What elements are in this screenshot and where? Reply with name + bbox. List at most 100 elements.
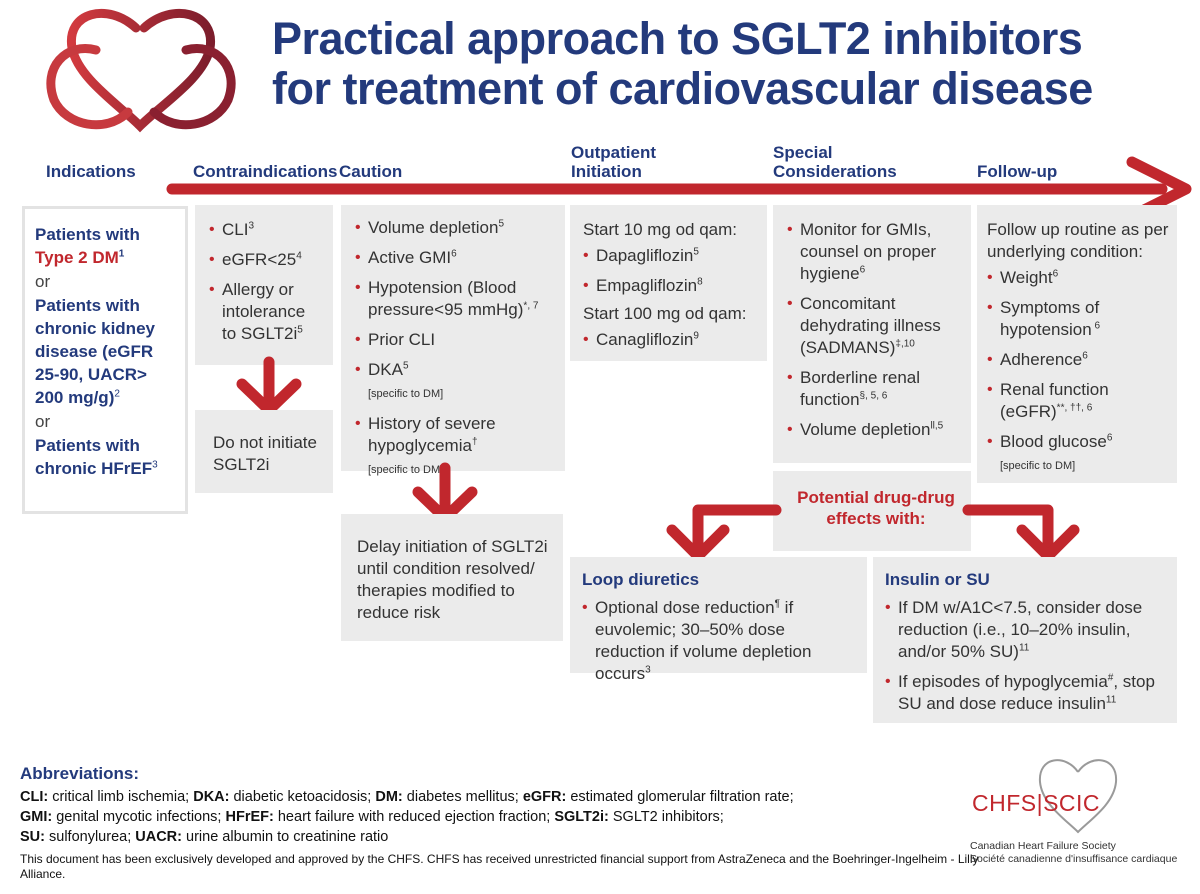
header-indications: Indications [46,162,136,181]
followup-sup: **, ††, 6 [1056,402,1093,414]
caution-sup: *, 7 [523,300,539,312]
abbreviation-key: SU: [20,829,45,845]
caution-item: DKA5 [specific to DM] [355,359,555,405]
abbreviation-line: SU: sulfonylurea; UACR: urine albumin to… [20,827,980,847]
title-line-1: Practical approach to SGLT2 inhibitors [272,13,1083,64]
indication-p1b: Type 2 DM [35,248,119,267]
outpatient-start-10: Start 10 mg od qam: [583,220,738,239]
insulin-su-title: Insulin or SU [885,570,990,589]
abbreviations-title: Abbreviations: [20,764,140,783]
caution-item: History of severe hypoglycemia†[specific… [355,413,555,481]
caution-sup: 5 [402,360,409,372]
loop-diuretics-text: Optional dose reduction [595,598,775,617]
abbreviation-value: diabetes mellitus; [402,789,523,805]
org-name-fr: Société canadienne d'insuffisance cardia… [970,853,1178,865]
indication-p2: Patients with chronic kidney disease (eG… [35,296,155,407]
caution-item: Hypotension (Blood pressure<95 mmHg)*, 7 [355,277,555,321]
header-caution: Caution [339,162,403,181]
followup-text: Symptoms of hypotension [1000,298,1100,339]
abbreviations: Abbreviations: CLI: critical limb ischem… [20,764,980,847]
special-consideration-item: Borderline renal function§, 5, 6 [787,367,963,411]
abbreviation-value: urine albumin to creatinine ratio [181,829,389,845]
loop-diuretics-text: if euvolemic; 30–50% dose reduction if v… [595,598,812,683]
insulin-su-text: If DM w/A1C<7.5, consider dose reduction… [898,598,1143,661]
abbreviation-value: SGLT2 inhibitors; [608,809,724,825]
page-title: Practical approach to SGLT2 inhibitors f… [272,14,1192,114]
caution-item: Prior CLI [355,329,555,351]
special-consideration-item: Concomitant dehydrating illness (SADMANS… [787,293,963,359]
insulin-su-box: Insulin or SU If DM w/A1C<7.5, consider … [873,557,1177,723]
header-special-line2: Considerations [773,162,897,181]
contraindication-sup: 5 [297,324,303,336]
special-consideration-text: Borderline renal function [800,368,921,409]
insulin-su-sup: 11 [1018,642,1030,654]
arrow-down-icon [962,504,1080,562]
abbreviation-value: estimated glomerular filtration rate; [566,789,794,805]
org-names: Canadian Heart Failure Society Société c… [970,840,1177,866]
outpatient-box: Start 10 mg od qam: Dapagliflozin5Empagl… [570,205,767,361]
followup-text: Weight [1000,268,1053,287]
followup-sup: 6 [1082,350,1088,362]
outpatient-drug-sup: 8 [697,276,703,288]
ddi-box: Potential drug-drug effects with: [773,471,971,551]
title-line-2: for treatment of cardiovascular disease [272,63,1093,114]
followup-sup: 6 [1106,432,1113,444]
special-consideration-item: Volume depletionll,5 [787,419,963,441]
special-consideration-sup: 6 [859,264,866,276]
outpatient-drug-item: Canagliflozin9 [583,329,757,351]
footnote: This document has been exclusively devel… [20,852,979,881]
abbreviation-key: SGLT2i: [554,809,609,825]
followup-text: Adherence [1000,350,1083,369]
abbreviation-key: GMI: [20,809,53,825]
abbreviation-key: DKA: [193,789,230,805]
caution-sup: 5 [498,218,504,230]
special-consideration-sup: §, 5, 6 [859,390,888,402]
abbreviation-line: CLI: critical limb ischemia; DKA: diabet… [20,787,980,807]
abbreviation-value: critical limb ischemia; [48,789,194,805]
abbreviation-line: GMI: genital mycotic infections; HFrEF: … [20,807,980,827]
header-outpatient: Outpatient Initiation [571,143,656,181]
indication-p3-sup: 3 [152,459,158,471]
caution-list: Volume depletion5Active GMI6Hypotension … [355,217,555,481]
contraindications-result-box: Do not initiate SGLT2i [195,410,333,493]
followup-item: Renal function (eGFR)**, ††, 6 [987,379,1171,423]
abbreviation-value: heart failure with reduced ejection frac… [273,809,555,825]
insulin-su-sup: # [1107,672,1114,684]
followup-box: Follow up routine as per underlying cond… [977,205,1177,483]
abbreviation-key: UACR: [135,829,182,845]
followup-sup: 6 [1091,320,1101,332]
loop-diuretics-item: Optional dose reduction¶ if euvolemic; 3… [582,597,859,685]
header-followup: Follow-up [977,162,1058,181]
special-list: Monitor for GMIs, counsel on proper hygi… [787,219,963,441]
contraindication-text: CLI [222,220,249,239]
indication-type2dm: Patients with Type 2 DM1 [35,223,175,269]
special-consideration-text: Volume depletion [800,420,931,439]
special-consideration-text: Concomitant dehydrating illness (SADMANS… [800,294,941,357]
indication-or-2: or [35,412,51,431]
ddi-label: Potential drug-drug effects with: [797,488,955,528]
caution-result-box: Delay initiation of SGLT2i until conditi… [341,514,563,641]
loop-diuretics-sup: ¶ [774,598,780,610]
indication-ckd: Patients with chronic kidney disease (eG… [35,294,175,409]
indication-p1b-sup: 1 [118,248,125,260]
caution-note: [specific to DM] [368,464,444,476]
special-box: Monitor for GMIs, counsel on proper hygi… [773,205,971,463]
caution-note: [specific to DM] [368,388,444,400]
followup-sup: 6 [1052,268,1059,280]
contraindication-item: Allergy or intolerance to SGLT2i5 [209,279,323,345]
abbreviation-key: eGFR: [522,789,567,805]
org-name-en: Canadian Heart Failure Society [970,840,1116,852]
loop-diuretics-sup: 3 [645,664,651,676]
heart-logo-icon [46,8,236,133]
chfs-logo-text: CHFS|SCIC [972,790,1101,816]
caution-text: DKA [368,360,403,379]
loop-diuretics-list: Optional dose reduction¶ if euvolemic; 3… [582,597,859,685]
indication-p1a: Patients with [35,225,140,244]
caution-text: Active GMI [368,248,452,267]
followup-item: Weight6 [987,267,1171,289]
special-consideration-sup: ‡,10 [895,338,915,350]
caution-text: History of severe hypoglycemia [368,414,496,455]
caution-result: Delay initiation of SGLT2i until conditi… [357,537,548,622]
outpatient-drug-text: Dapagliflozin [596,246,694,265]
header-special-line1: Special [773,143,833,162]
